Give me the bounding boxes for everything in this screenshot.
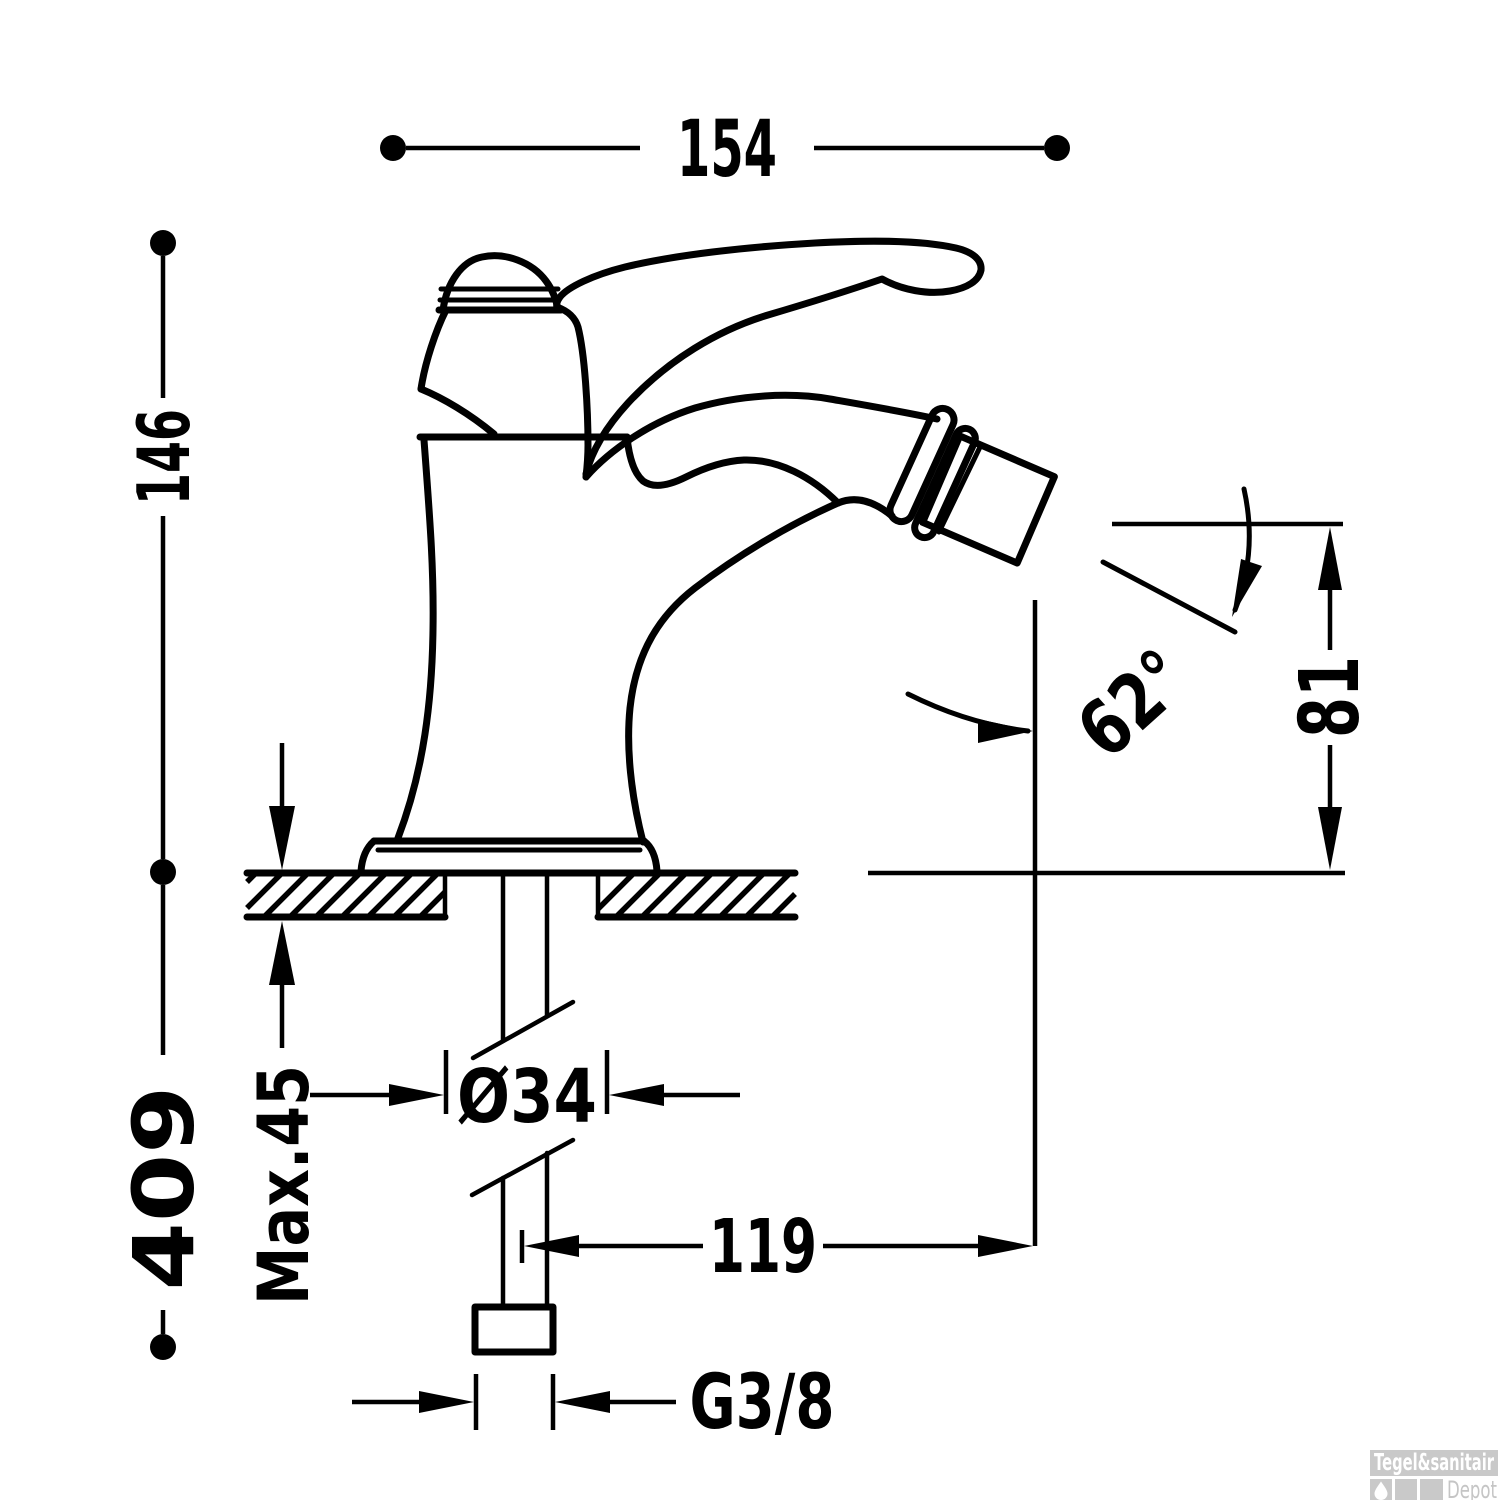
handle-underside (582, 266, 985, 478)
arrowhead-left (524, 1235, 579, 1257)
watermark-square-3 (1420, 1479, 1443, 1500)
handle-top-edge (553, 237, 985, 312)
spout-root-cove (623, 433, 842, 507)
dim-dot (150, 859, 176, 885)
dim-outlet-height-label: 81 (1283, 656, 1378, 738)
dim-dot (380, 135, 406, 161)
cap-left-edge (417, 306, 450, 393)
aerator-inner-line (936, 442, 984, 535)
dim-spout-reach: 119 (519, 1204, 1033, 1290)
counter-hatching (245, 871, 797, 919)
dim-dot (1044, 135, 1070, 161)
arrowhead-right (389, 1084, 444, 1106)
watermark: Tegel&sanitair Depot (1370, 1450, 1498, 1500)
dim-supply-thread-label: G3/8 (690, 1357, 835, 1446)
watermark-sub-label: Depot (1447, 1476, 1497, 1500)
dim-base-diameter-label: Ø34 (457, 1054, 597, 1140)
dim-height-above-deck: 146 (122, 230, 206, 885)
body-right-edge (625, 499, 842, 846)
dim-dot (150, 230, 176, 256)
dim-total-width: 154 (380, 105, 1070, 195)
dim-deck-thickness-label: Max.45 (243, 1065, 325, 1305)
arrowhead-up (1318, 527, 1342, 590)
dim-height-above-label: 146 (122, 409, 206, 505)
dim-supply-thread: G3/8 (352, 1357, 835, 1446)
dim-spout-reach-label: 119 (709, 1204, 817, 1290)
aerator-body (919, 432, 1058, 567)
arrowhead-right (978, 1235, 1033, 1257)
watermark-square-2 (1395, 1479, 1417, 1500)
shank-break-lower (469, 1137, 576, 1198)
arrowhead-down-left (1232, 559, 1262, 617)
dim-total-width-label: 154 (677, 105, 777, 195)
dim-base-diameter: Ø34 (310, 1050, 740, 1140)
spout-ring-1 (886, 404, 958, 526)
dim-outlet-height: 81 (1283, 527, 1378, 870)
watermark-brand-label: Tegel&sanitair (1374, 1450, 1494, 1476)
arrowhead-down (269, 806, 295, 870)
dome-cap (439, 252, 562, 314)
arrowhead-left (609, 1084, 664, 1106)
arrowhead-right (978, 719, 1033, 743)
cap-bottom-edge (417, 385, 498, 438)
spout-axis-line (1100, 559, 1238, 635)
droplet-icon (1374, 1481, 1388, 1500)
dim-height-below-label: 409 (115, 1086, 213, 1291)
countertop-section (243, 869, 799, 921)
connection-nut (471, 1303, 557, 1356)
faucet-outline (357, 237, 1058, 1356)
arrowhead-right (419, 1391, 474, 1413)
arrowhead-down (1318, 807, 1342, 870)
arrowhead-left (555, 1391, 610, 1413)
dim-dot (150, 1334, 176, 1360)
base-foot-right (640, 837, 661, 875)
watermark-brand-box (1370, 1450, 1498, 1476)
spout-ring-2 (911, 424, 979, 542)
dim-height-below-deck: 409 (115, 885, 213, 1360)
shank-break-upper (470, 999, 576, 1061)
body-left-edge (394, 436, 437, 842)
spout-top-edge (582, 391, 941, 481)
arrowhead-up (269, 921, 295, 985)
dim-deck-thickness: Max.45 (243, 743, 325, 1305)
base-foot-left (357, 837, 378, 875)
